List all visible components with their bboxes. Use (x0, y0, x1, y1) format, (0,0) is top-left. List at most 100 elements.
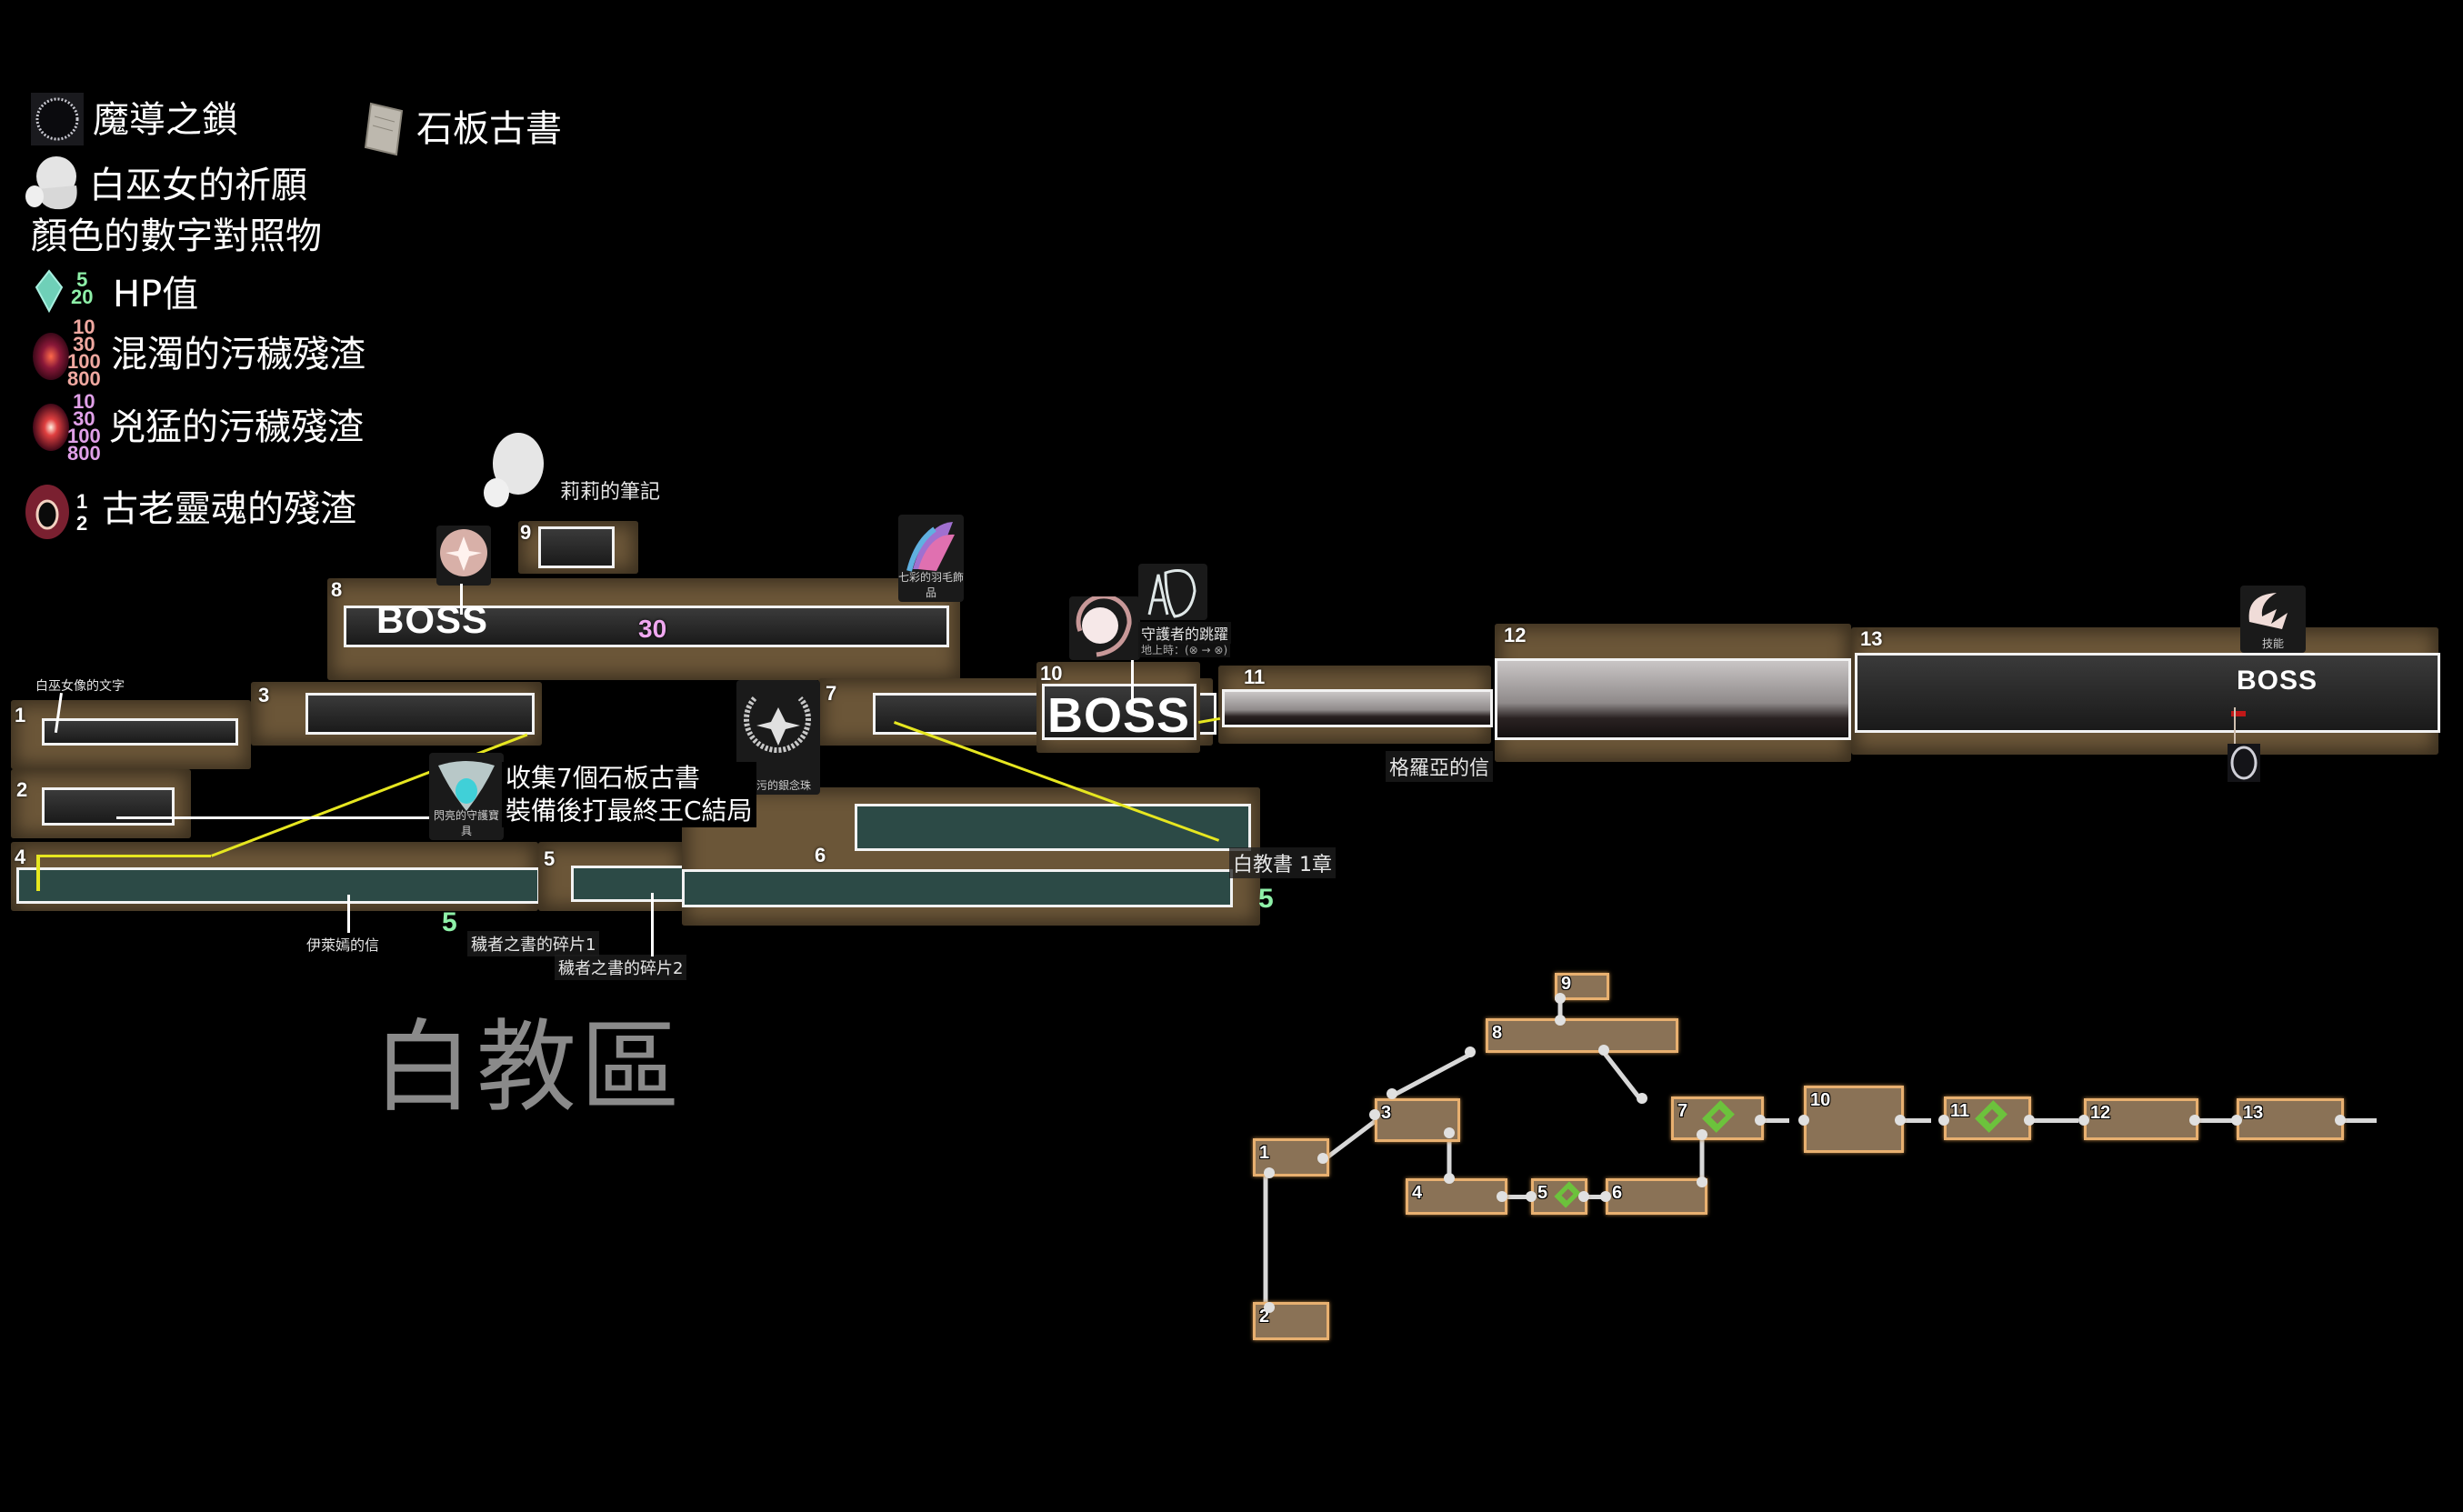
guardian-amulet-icon[interactable]: 閃亮的守護寶具 (429, 753, 504, 840)
minimap-node (1444, 1127, 1455, 1138)
room-3-path (305, 693, 535, 735)
white-priestess-prayer-icon (25, 156, 77, 210)
minimap-node (2078, 1115, 2089, 1126)
legend-stone-tablet-label: 石板古書 (416, 108, 562, 150)
room-10[interactable]: 10 BOSS (1036, 662, 1200, 753)
room-11[interactable]: 11 (1218, 666, 1493, 744)
room-8-path (344, 606, 949, 647)
room-8[interactable]: 8 BOSS 30 (327, 578, 960, 680)
minimap-link-7-10 (1760, 1118, 1789, 1123)
white-priestess-icon-room9[interactable] (478, 429, 547, 515)
room-number: 4 (15, 846, 26, 868)
room-number: 12 (1504, 624, 1527, 646)
minimap-link-4-5 (1504, 1195, 1533, 1199)
skill-label: 技能 (2261, 637, 2284, 650)
minimap-node (1938, 1115, 1949, 1126)
minimap-node (1798, 1115, 1809, 1126)
minimap-room-5[interactable]: 5 (1531, 1178, 1587, 1215)
minimap-node (1497, 1191, 1507, 1202)
ending-hint-line-1: 收集7個石板古書 (506, 763, 700, 793)
rainbow-feather-label: 七彩的羽毛飾品 (898, 571, 964, 599)
tarnished-rosary-label: 髒污的銀念珠 (745, 779, 811, 792)
rainbow-feather-icon[interactable]: 七彩的羽毛飾品 (898, 515, 964, 602)
minimap-room-9[interactable]: 9 (1555, 973, 1609, 1000)
minimap-node (1697, 1129, 1707, 1140)
room-9[interactable]: 9 (518, 521, 638, 574)
fierce-residue-icon (33, 404, 69, 451)
minimap-node (1444, 1173, 1455, 1184)
save-point-icon (1702, 1100, 1735, 1133)
ancient-soul-icon (25, 485, 69, 539)
murky-value-1: 10 (73, 315, 95, 338)
skill-icon-room13[interactable]: 技能 (2240, 586, 2306, 653)
room-12[interactable]: 12 (1495, 624, 1851, 762)
minimap-room-number: 7 (1677, 1101, 1688, 1121)
room-13-path (1855, 653, 2440, 733)
guardian-jump-icon[interactable] (1138, 564, 1207, 620)
minimap-node (1895, 1115, 1906, 1126)
ending-hint: 收集7個石板古書 裝備後打最終王C結局 (502, 762, 756, 827)
murky-residue-values: 10 30 100 800 (67, 315, 101, 390)
room-number: 10 (1040, 662, 1063, 685)
room-3[interactable]: 3 (251, 682, 542, 746)
room-number: 3 (258, 684, 270, 706)
leader-line (651, 893, 654, 956)
legend-color-key-title: 顏色的數字對照物 (31, 215, 322, 257)
white-church-book-callout: 白教書 1章 (1229, 847, 1336, 878)
legend-ancient-soul-label: 古老靈魂的殘渣 (102, 488, 356, 530)
soul-value-1: 1 (76, 490, 88, 513)
murky-value-4: 800 (67, 367, 101, 390)
magic-lock-marker[interactable] (2228, 744, 2260, 782)
minimap-node (1637, 1093, 1647, 1104)
route-line (36, 855, 40, 891)
skill-icon-room8[interactable] (436, 526, 491, 586)
room-number: 6 (815, 844, 826, 866)
fierce-residue-pickup: 30 (638, 615, 667, 643)
room-number: 11 (1244, 666, 1266, 688)
minimap-room-6[interactable]: 6 (1606, 1178, 1707, 1215)
legend-magic-lock-label: 魔導之鎖 (93, 99, 238, 141)
hp-pickup-room4: 5 (442, 907, 457, 937)
leader-line (2234, 707, 2236, 744)
minimap-room-2[interactable]: 2 (1253, 1302, 1329, 1340)
minimap-room-8[interactable]: 8 (1486, 1018, 1678, 1053)
skill-icon-room10[interactable] (1069, 596, 1140, 660)
minimap-node (2231, 1115, 2242, 1126)
minimap-room-7[interactable]: 7 (1671, 1096, 1764, 1140)
minimap-room-4[interactable]: 4 (1406, 1178, 1507, 1215)
minimap-node (1598, 1045, 1609, 1056)
boss-red-marker (2231, 711, 2246, 716)
room-5[interactable]: 5 (538, 842, 686, 911)
minimap-room-10[interactable]: 10 (1804, 1086, 1904, 1153)
room-11-path (1222, 689, 1493, 727)
room-6[interactable]: 6 (682, 787, 1260, 926)
defiled-fragment-2-callout: 穢者之書的碎片2 (555, 955, 687, 980)
minimap-node (1369, 1109, 1380, 1120)
minimap-room-12[interactable]: 12 (2084, 1098, 2198, 1140)
room-6-path-upper (855, 804, 1251, 851)
minimap-room-11[interactable]: 11 (1944, 1096, 2031, 1140)
minimap-room-number: 4 (1412, 1183, 1423, 1203)
leader-line (1131, 660, 1134, 711)
minimap-node (1264, 1302, 1275, 1313)
hp-pickup-room6: 5 (1258, 884, 1274, 914)
room-1[interactable]: 1 (11, 700, 251, 769)
iris-letter-callout: 伊萊嫣的信 (306, 936, 380, 954)
room-number: 9 (520, 521, 532, 544)
minimap-room-number: 10 (1810, 1090, 1831, 1110)
room-13[interactable]: 13 BOSS (1851, 627, 2440, 755)
minimap-link-1-3 (1321, 1119, 1377, 1163)
minimap-node (1317, 1153, 1328, 1164)
minimap-room-13[interactable]: 13 (2237, 1098, 2344, 1140)
defiled-fragment-1-callout: 穢者之書的碎片1 (467, 931, 600, 956)
room-number: 7 (826, 682, 837, 705)
minimap-link-6-7 (1699, 1135, 1705, 1183)
minimap-link-10-11 (1902, 1118, 1931, 1123)
minimap-room-number: 12 (2090, 1103, 2111, 1123)
legend-murky-residue-label: 混濁的污穢殘渣 (111, 334, 365, 375)
room-12-path (1495, 658, 1851, 740)
room-2[interactable]: 2 (11, 769, 191, 838)
room-4[interactable]: 4 (11, 842, 540, 911)
minimap-node (1555, 1015, 1566, 1026)
hp-crystal-icon (35, 269, 64, 313)
